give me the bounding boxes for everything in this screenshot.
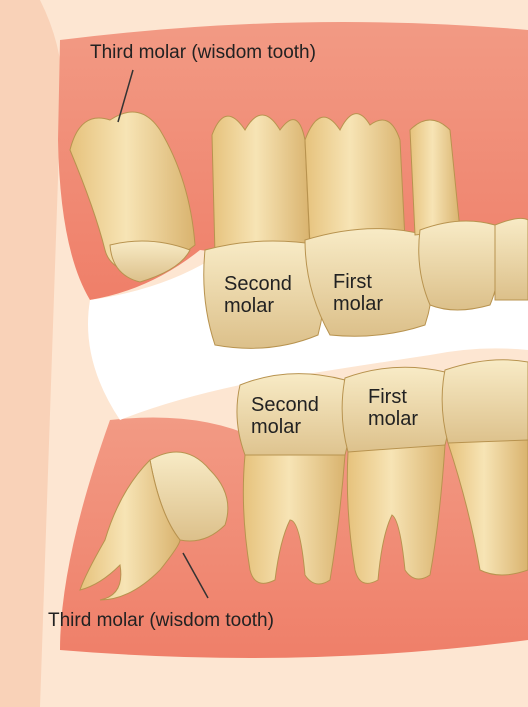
lower-first-molar-label: First molar: [368, 386, 418, 430]
upper-first-molar-label: First molar: [333, 271, 383, 315]
lower-first-molar-line1: First: [368, 386, 418, 408]
lower-second-molar-label: Second molar: [251, 394, 319, 438]
upper-first-molar-line2: molar: [333, 293, 383, 315]
upper-second-molar-line1: Second: [224, 273, 292, 295]
upper-third-molar-label: Third molar (wisdom tooth): [90, 42, 316, 64]
lower-first-molar-line2: molar: [368, 408, 418, 430]
upper-first-molar-line1: First: [333, 271, 383, 293]
upper-second-molar-line2: molar: [224, 295, 292, 317]
upper-second-molar-label: Second molar: [224, 273, 292, 317]
lower-second-molar-line1: Second: [251, 394, 319, 416]
lower-second-molar-line2: molar: [251, 416, 319, 438]
lower-third-molar-label: Third molar (wisdom tooth): [48, 610, 274, 632]
